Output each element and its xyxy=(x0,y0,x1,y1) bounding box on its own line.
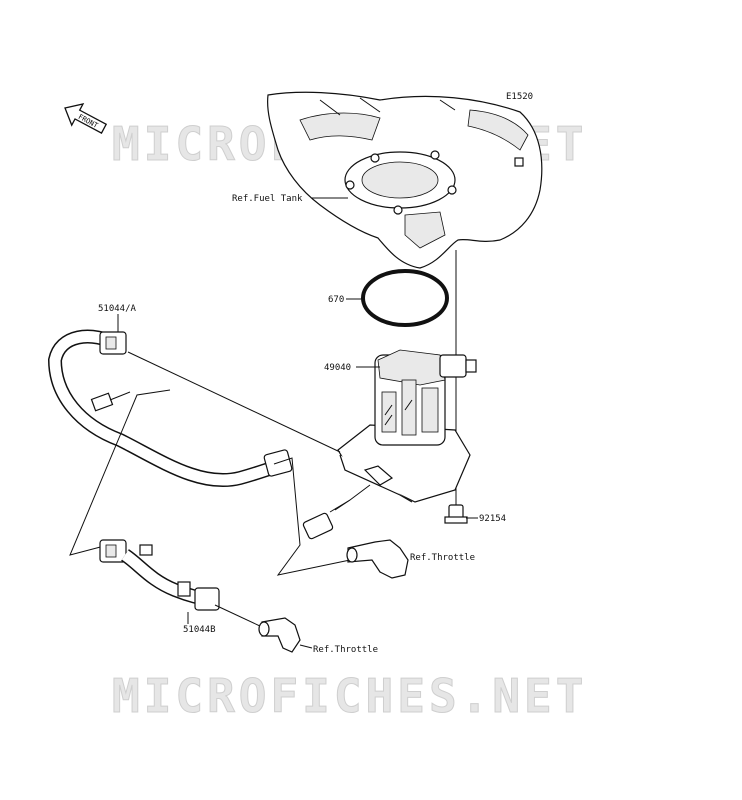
hose-a xyxy=(47,329,293,488)
throttle-fitting-2 xyxy=(258,617,301,653)
hose-b xyxy=(99,539,220,611)
throttle-fitting-1 xyxy=(346,539,409,579)
diagram-code: E1520 xyxy=(506,92,533,102)
fuel-tank xyxy=(267,91,543,269)
pump-connector xyxy=(302,499,351,540)
label-hose-b: 51044B xyxy=(183,625,216,635)
label-bolt: 92154 xyxy=(479,514,506,524)
label-fuel-pump: 49040 xyxy=(324,363,351,373)
label-throttle-1: Ref.Throttle xyxy=(410,553,475,563)
front-arrow-icon: FRONT xyxy=(64,103,108,134)
o-ring xyxy=(361,269,449,327)
label-hose-a: 51044/A xyxy=(98,304,137,314)
label-throttle-2: Ref.Throttle xyxy=(313,645,378,655)
fuel-pump xyxy=(334,349,477,511)
watermark-bottom: MICROFICHES.NET xyxy=(112,669,587,723)
label-fuel-tank: Ref.Fuel Tank xyxy=(232,194,303,204)
bolt xyxy=(444,504,468,524)
label-o-ring: 670 xyxy=(328,295,344,305)
